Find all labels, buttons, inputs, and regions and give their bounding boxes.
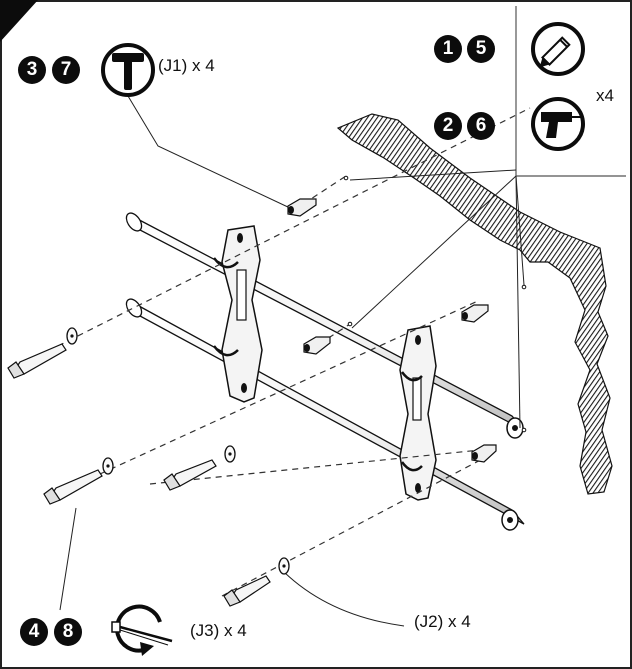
- wall-anchor: [471, 444, 497, 463]
- right-bracket: [399, 325, 437, 501]
- left-bracket: [213, 225, 263, 403]
- drill-icon: [531, 97, 585, 151]
- upper-rod: [125, 212, 525, 439]
- pencil-icon: [531, 22, 585, 76]
- wall: [336, 113, 613, 495]
- rotate-wrench-icon: [111, 604, 173, 656]
- bolt: [43, 469, 103, 505]
- drill-holes: [343, 175, 527, 433]
- hammer-icon: [101, 43, 155, 97]
- lower-rod: [125, 298, 525, 531]
- step-marker: 4: [20, 618, 48, 646]
- hammer-anchor-label: (J1) x 4: [158, 56, 215, 75]
- step-marker: 3: [18, 56, 46, 84]
- wall-anchor: [303, 336, 331, 355]
- leader-lines: [59, 95, 525, 627]
- step-marker: 1: [434, 35, 462, 63]
- corner-tab: [0, 0, 38, 42]
- bolt: [163, 459, 217, 491]
- bolt-label: (J3) x 4: [190, 621, 247, 640]
- step-marker: 6: [467, 112, 495, 140]
- wall-anchor: [287, 198, 317, 217]
- step-marker: 7: [52, 56, 80, 84]
- washer-label: (J2) x 4: [414, 612, 471, 631]
- step-marker: 2: [434, 112, 462, 140]
- step-marker: 8: [54, 618, 82, 646]
- bolt: [223, 575, 271, 607]
- step-marker: 5: [467, 35, 495, 63]
- bolt: [7, 343, 67, 379]
- wall-anchor: [461, 304, 489, 323]
- tool-multiplier-label: x4: [596, 86, 614, 105]
